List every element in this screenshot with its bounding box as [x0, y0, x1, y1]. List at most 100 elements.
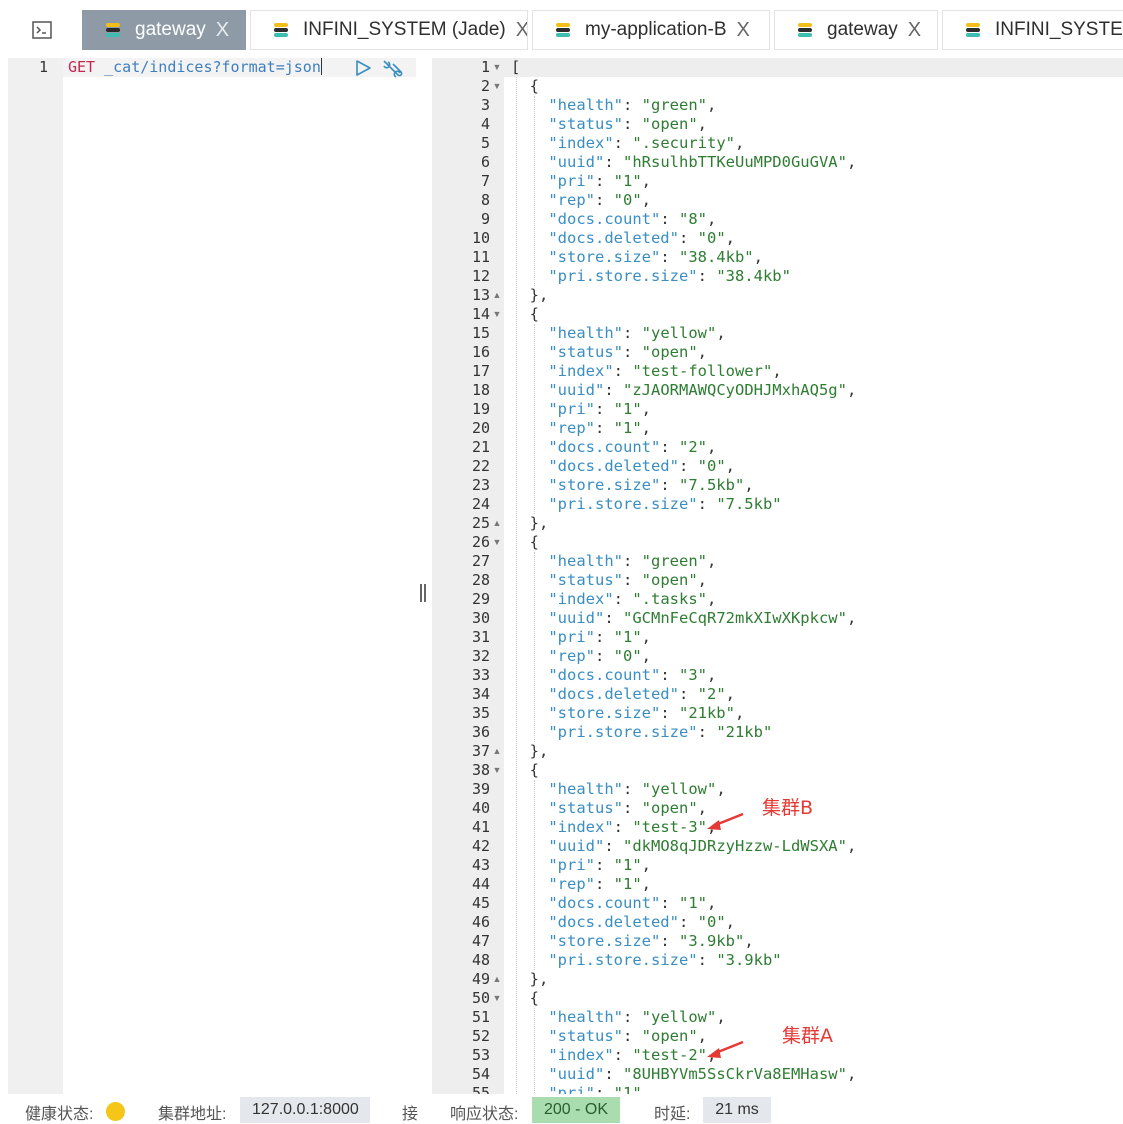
- json-code: "health": "yellow",: [548, 1008, 726, 1026]
- response-line: 38▼ {: [432, 761, 1123, 780]
- run-icon[interactable]: [354, 59, 372, 77]
- response-line: 53 "index": "test-2",: [432, 1046, 1123, 1065]
- response-line: 49▲ },: [432, 970, 1123, 989]
- response-line: 54 "uuid": "8UHBYVm5SsCkrVa8EMHasw",: [432, 1065, 1123, 1084]
- response-viewer[interactable]: 1▼[2▼ {3 "health": "green",4 "status": "…: [432, 58, 1123, 1094]
- line-number: 20: [471, 419, 490, 437]
- json-code: },: [511, 970, 549, 989]
- close-icon[interactable]: X: [215, 18, 230, 41]
- json-code: "uuid": "dkMO8qJDRzyHzzw-LdWSXA",: [548, 837, 857, 855]
- json-key: "pri": [548, 400, 595, 418]
- response-line: 29 "index": ".tasks",: [432, 590, 1123, 609]
- response-status-badge: 200 - OK: [532, 1097, 620, 1123]
- json-value: "7.5kb": [716, 495, 782, 513]
- response-line: 33 "docs.count": "3",: [432, 666, 1123, 685]
- json-code: "pri.store.size": "38.4kb": [548, 267, 791, 285]
- fold-up-icon[interactable]: ▲: [492, 290, 502, 300]
- pane-splitter[interactable]: [418, 584, 428, 604]
- annotation-arrow-icon: [707, 812, 744, 830]
- close-icon[interactable]: X: [515, 18, 528, 41]
- line-number: 30: [471, 609, 490, 627]
- json-code: "rep": "1",: [548, 419, 652, 437]
- tab-infini-system-jade[interactable]: INFINI_SYSTEM (Jade) X: [250, 10, 528, 50]
- fold-up-icon[interactable]: ▲: [492, 974, 502, 984]
- response-line: 17 "index": "test-follower",: [432, 362, 1123, 381]
- json-key: "docs.deleted": [548, 457, 679, 475]
- response-line: 36 "pri.store.size": "21kb": [432, 723, 1123, 742]
- json-code: "health": "green",: [548, 552, 717, 570]
- json-code: "status": "open",: [548, 799, 707, 817]
- json-value: "green": [641, 552, 707, 570]
- response-line: 50▼ {: [432, 989, 1123, 1008]
- response-line: 25▲ },: [432, 514, 1123, 533]
- json-bracket: {: [529, 989, 540, 1007]
- fold-down-icon[interactable]: ▼: [492, 62, 502, 72]
- line-number: 28: [471, 571, 490, 589]
- tab-gateway-active[interactable]: gateway X: [82, 10, 246, 50]
- close-icon[interactable]: X: [907, 18, 922, 41]
- tab-label: INFINI_SYSTEM: [995, 19, 1123, 40]
- tab-infini-system[interactable]: INFINI_SYSTEM: [942, 10, 1123, 50]
- json-value: "0": [697, 913, 726, 931]
- json-code: "pri.store.size": "21kb": [548, 723, 773, 741]
- json-value: "1": [613, 1084, 642, 1094]
- response-line: 1▼[: [432, 58, 1123, 77]
- line-number: 26: [471, 533, 490, 551]
- line-number: 53: [471, 1046, 490, 1064]
- line-number: 22: [471, 457, 490, 475]
- response-gutter: [432, 58, 504, 1094]
- json-key: "pri.store.size": [548, 495, 698, 513]
- json-value: "7.5kb": [678, 476, 745, 494]
- json-code: "docs.count": "3",: [548, 666, 717, 684]
- json-code: "pri": "1",: [548, 856, 652, 874]
- response-line: 10 "docs.deleted": "0",: [432, 229, 1123, 248]
- json-code: "docs.count": "2",: [548, 438, 717, 456]
- fold-up-icon[interactable]: ▲: [492, 746, 502, 756]
- line-number: 12: [471, 267, 490, 285]
- fold-down-icon[interactable]: ▼: [492, 81, 502, 91]
- fold-down-icon[interactable]: ▼: [492, 309, 502, 319]
- json-value: "zJAORMAWQCyODHJMxhAQ5g": [623, 381, 847, 399]
- tab-my-application-b[interactable]: my-application-B X: [532, 10, 770, 50]
- json-code: "index": "test-follower",: [548, 362, 782, 380]
- line-number: 24: [471, 495, 490, 513]
- json-key: "status": [548, 343, 623, 361]
- line-number: 43: [471, 856, 490, 874]
- response-line: 44 "rep": "1",: [432, 875, 1123, 894]
- json-key: "status": [548, 1027, 623, 1045]
- console-icon[interactable]: [12, 10, 72, 50]
- tab-gateway[interactable]: gateway X: [774, 10, 938, 50]
- line-number: 8: [480, 191, 490, 209]
- response-line: 48 "pri.store.size": "3.9kb": [432, 951, 1123, 970]
- json-key: "docs.deleted": [548, 229, 679, 247]
- cluster-address-value: 127.0.0.1:8000: [240, 1097, 370, 1123]
- request-code[interactable]: GET _cat/indices?format=json: [68, 58, 322, 77]
- json-value: "green": [641, 96, 707, 114]
- line-number: 7: [480, 172, 490, 190]
- line-number: 29: [471, 590, 490, 608]
- fold-down-icon[interactable]: ▼: [492, 765, 502, 775]
- json-bracket: {: [529, 305, 540, 323]
- status-bar: 健康状态: 集群地址: 127.0.0.1:8000 接 响应状态: 200 -…: [0, 1094, 1123, 1124]
- json-code: {: [511, 77, 539, 96]
- line-number: 34: [471, 685, 490, 703]
- response-line: 6 "uuid": "hRsulhbTTKeUuMPD0GuGVA",: [432, 153, 1123, 172]
- json-key: "status": [548, 799, 623, 817]
- fold-down-icon[interactable]: ▼: [492, 537, 502, 547]
- elastic-logo-icon: [798, 23, 812, 37]
- json-value: "test-3": [632, 818, 707, 836]
- request-editor[interactable]: 1 GET _cat/indices?format=json: [8, 58, 416, 1094]
- close-icon[interactable]: X: [736, 18, 750, 41]
- fold-up-icon[interactable]: ▲: [492, 518, 502, 528]
- response-line: 37▲ },: [432, 742, 1123, 761]
- json-key: "docs.count": [548, 894, 661, 912]
- line-number: 27: [471, 552, 490, 570]
- line-number: 14: [471, 305, 490, 323]
- json-code: "status": "open",: [548, 343, 707, 361]
- response-line: 28 "status": "open",: [432, 571, 1123, 590]
- json-value: "1": [678, 894, 707, 912]
- fold-down-icon[interactable]: ▼: [492, 993, 502, 1003]
- json-value: "test-2": [632, 1046, 707, 1064]
- wrench-icon[interactable]: [380, 58, 404, 80]
- response-line: 9 "docs.count": "8",: [432, 210, 1123, 229]
